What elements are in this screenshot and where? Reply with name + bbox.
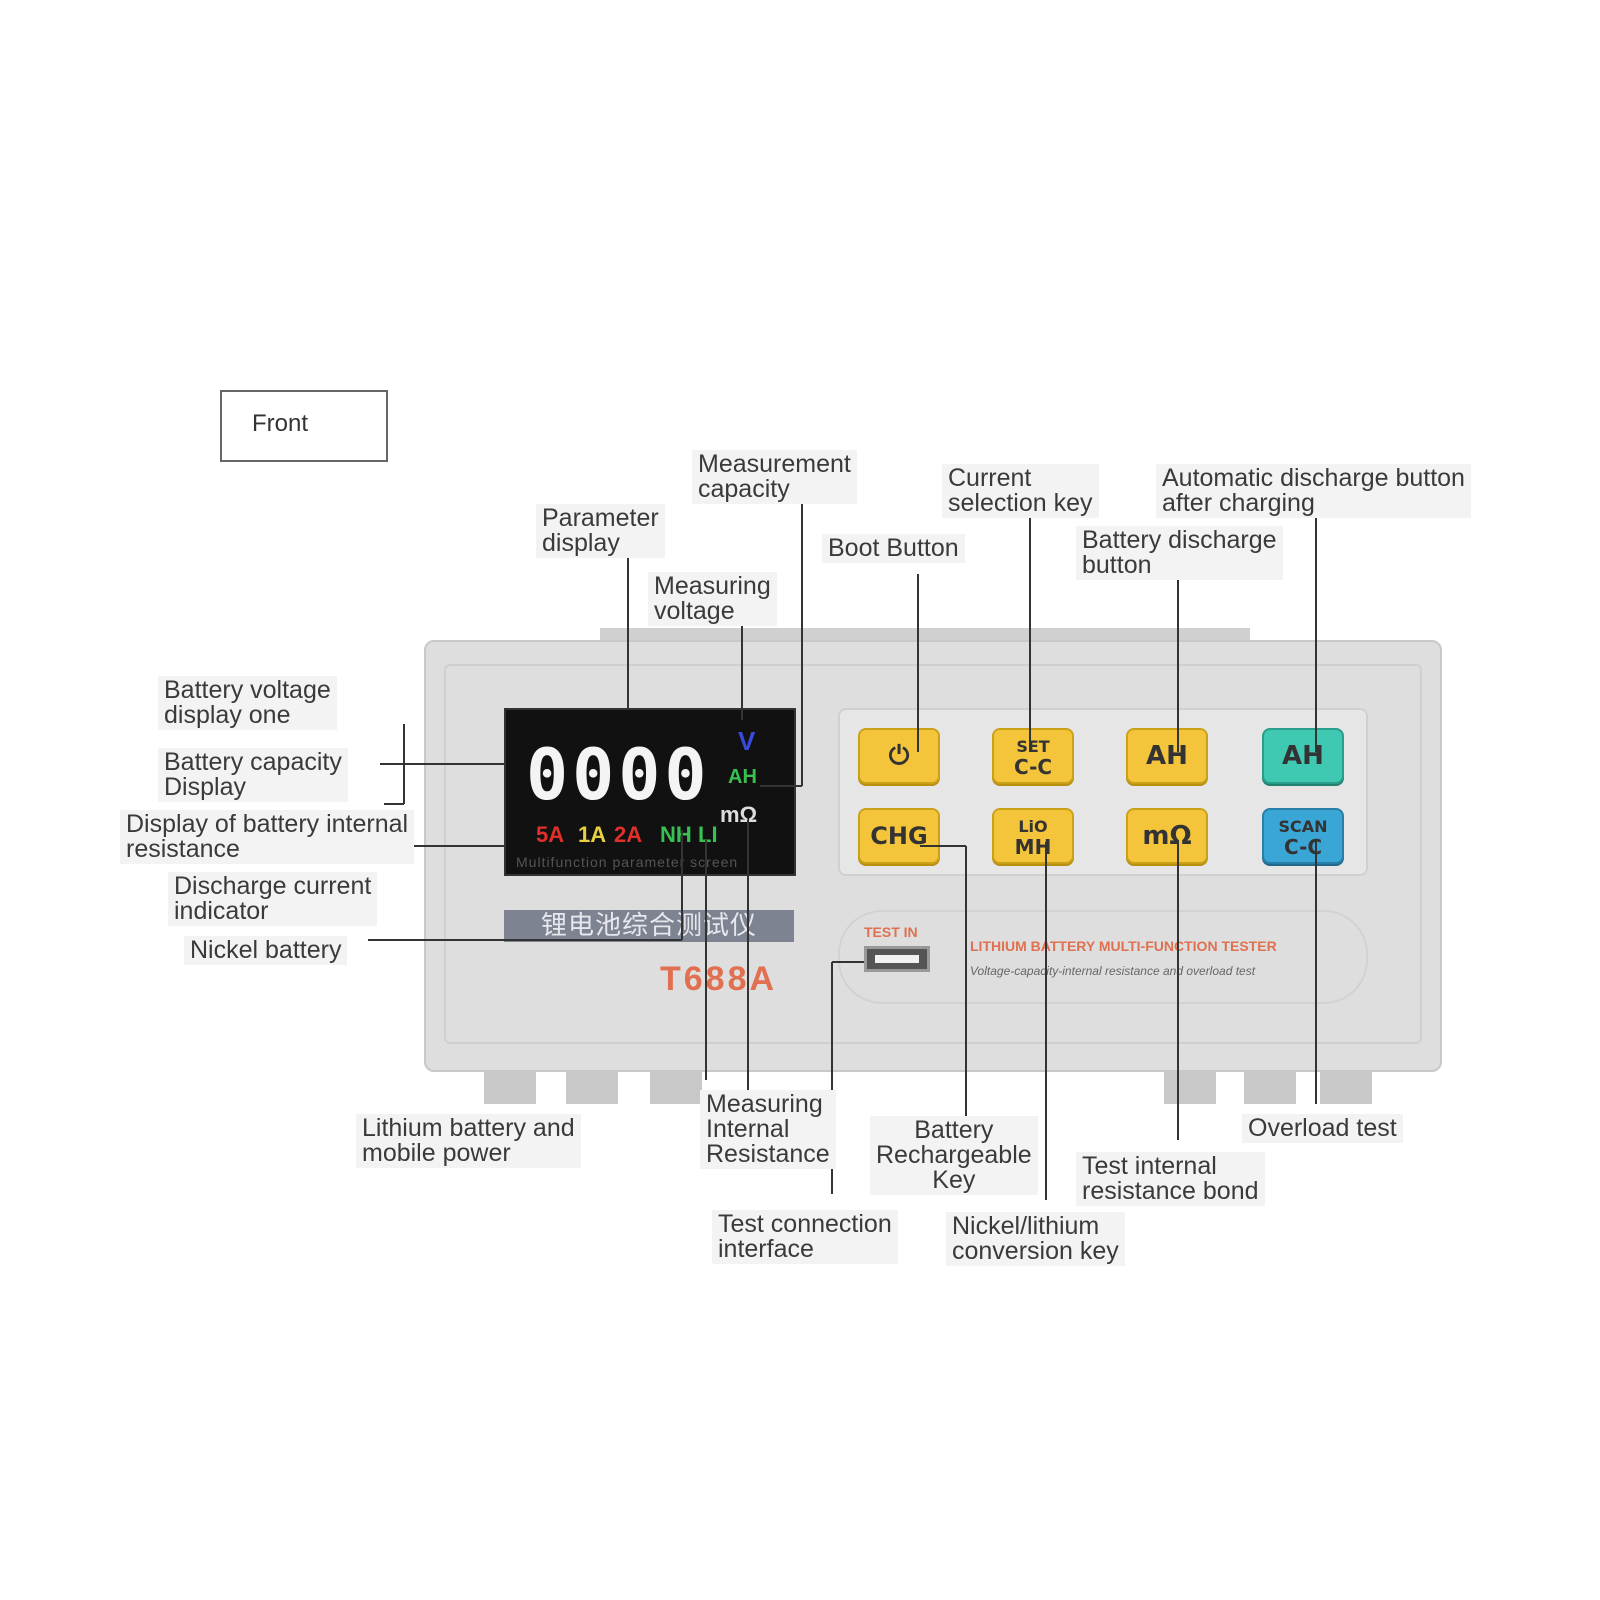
unit-mohm: mΩ	[720, 802, 758, 827]
port-panel	[838, 910, 1368, 1004]
front-label-box: Front	[220, 390, 388, 462]
ah-auto-discharge-button[interactable]: AH	[1262, 728, 1344, 784]
callout-measuring-internal-resistance: Measuring Internal Resistance	[700, 1090, 836, 1169]
ah-button-label: AH	[1146, 741, 1188, 771]
model-name: T688A	[660, 960, 778, 998]
callout-lithium-mobile-power: Lithium battery and mobile power	[356, 1114, 581, 1168]
set-cc-label-top: SET	[1016, 737, 1050, 756]
callout-parameter-display: Parameter display	[536, 504, 665, 558]
callout-test-internal-resistance-bond: Test internal resistance bond	[1076, 1152, 1265, 1206]
callout-current-selection-key: Current selection key	[942, 464, 1099, 518]
mohm-button[interactable]: mΩ	[1126, 808, 1208, 864]
lio-mh-label-top: LiO	[1018, 817, 1048, 836]
set-cc-button[interactable]: SET C-C	[992, 728, 1074, 784]
device-foot	[1320, 1072, 1372, 1104]
subtagline: Voltage-capacity-internal resistance and…	[970, 964, 1256, 978]
digit-readout: 0000	[526, 734, 711, 816]
chg-label: CHG	[870, 822, 928, 850]
device-foot	[484, 1072, 536, 1104]
callout-measurement-capacity: Measurement capacity	[692, 450, 857, 504]
callout-discharge-current-indicator: Discharge current indicator	[168, 872, 378, 926]
callout-battery-rechargeable-key: Battery Rechargeable Key	[870, 1116, 1038, 1195]
unit-ah: AH	[728, 766, 757, 788]
callout-battery-voltage-display: Battery voltage display one	[158, 676, 337, 730]
chinese-title: 锂电池综合测试仪	[504, 910, 794, 942]
callout-internal-resistance-display: Display of battery internal resistance	[120, 810, 415, 864]
callout-nickel-lithium-conversion-key: Nickel/lithium conversion key	[946, 1212, 1125, 1266]
indicator-5a: 5A	[536, 822, 565, 847]
device-foot	[566, 1072, 618, 1104]
test-in-label: TEST IN	[864, 924, 918, 940]
chg-button[interactable]: CHG	[858, 808, 940, 864]
callout-battery-discharge-button: Battery discharge button	[1076, 526, 1283, 580]
callout-boot-button: Boot Button	[822, 534, 965, 563]
callout-nickel-battery: Nickel battery	[184, 936, 348, 965]
device-foot	[1244, 1072, 1296, 1104]
indicator-2a: 2A	[614, 822, 643, 847]
device-foot	[1164, 1072, 1216, 1104]
unit-v: V	[738, 726, 756, 756]
scan-cc-label-bottom: C-C	[1283, 835, 1323, 859]
power-button[interactable]: ⏻	[858, 728, 940, 784]
callout-overload-test: Overload test	[1242, 1114, 1403, 1143]
front-label: Front	[252, 410, 309, 437]
scan-cc-label-top: SCAN	[1278, 817, 1328, 836]
power-icon: ⏻	[888, 741, 910, 771]
callout-measuring-voltage: Measuring voltage	[648, 572, 777, 626]
set-cc-label-bottom: C-C	[1013, 755, 1053, 779]
callout-battery-capacity-display: Battery capacity Display	[158, 748, 348, 802]
callout-test-connection-interface: Test connection interface	[712, 1210, 898, 1264]
scan-cc-button[interactable]: SCAN C-C	[1262, 808, 1344, 864]
indicator-li: LI	[698, 822, 718, 847]
device-bezel	[444, 664, 1422, 1044]
usb-port[interactable]	[864, 946, 930, 972]
ah-button[interactable]: AH	[1126, 728, 1208, 784]
device-foot	[650, 1072, 702, 1104]
mohm-label: mΩ	[1142, 821, 1192, 851]
lio-mh-button[interactable]: LiO MH	[992, 808, 1074, 864]
lio-mh-label-bottom: MH	[1014, 835, 1052, 859]
callout-auto-discharge-button: Automatic discharge button after chargin…	[1156, 464, 1471, 518]
indicator-1a: 1A	[578, 822, 607, 847]
indicator-nh: NH	[660, 822, 692, 847]
